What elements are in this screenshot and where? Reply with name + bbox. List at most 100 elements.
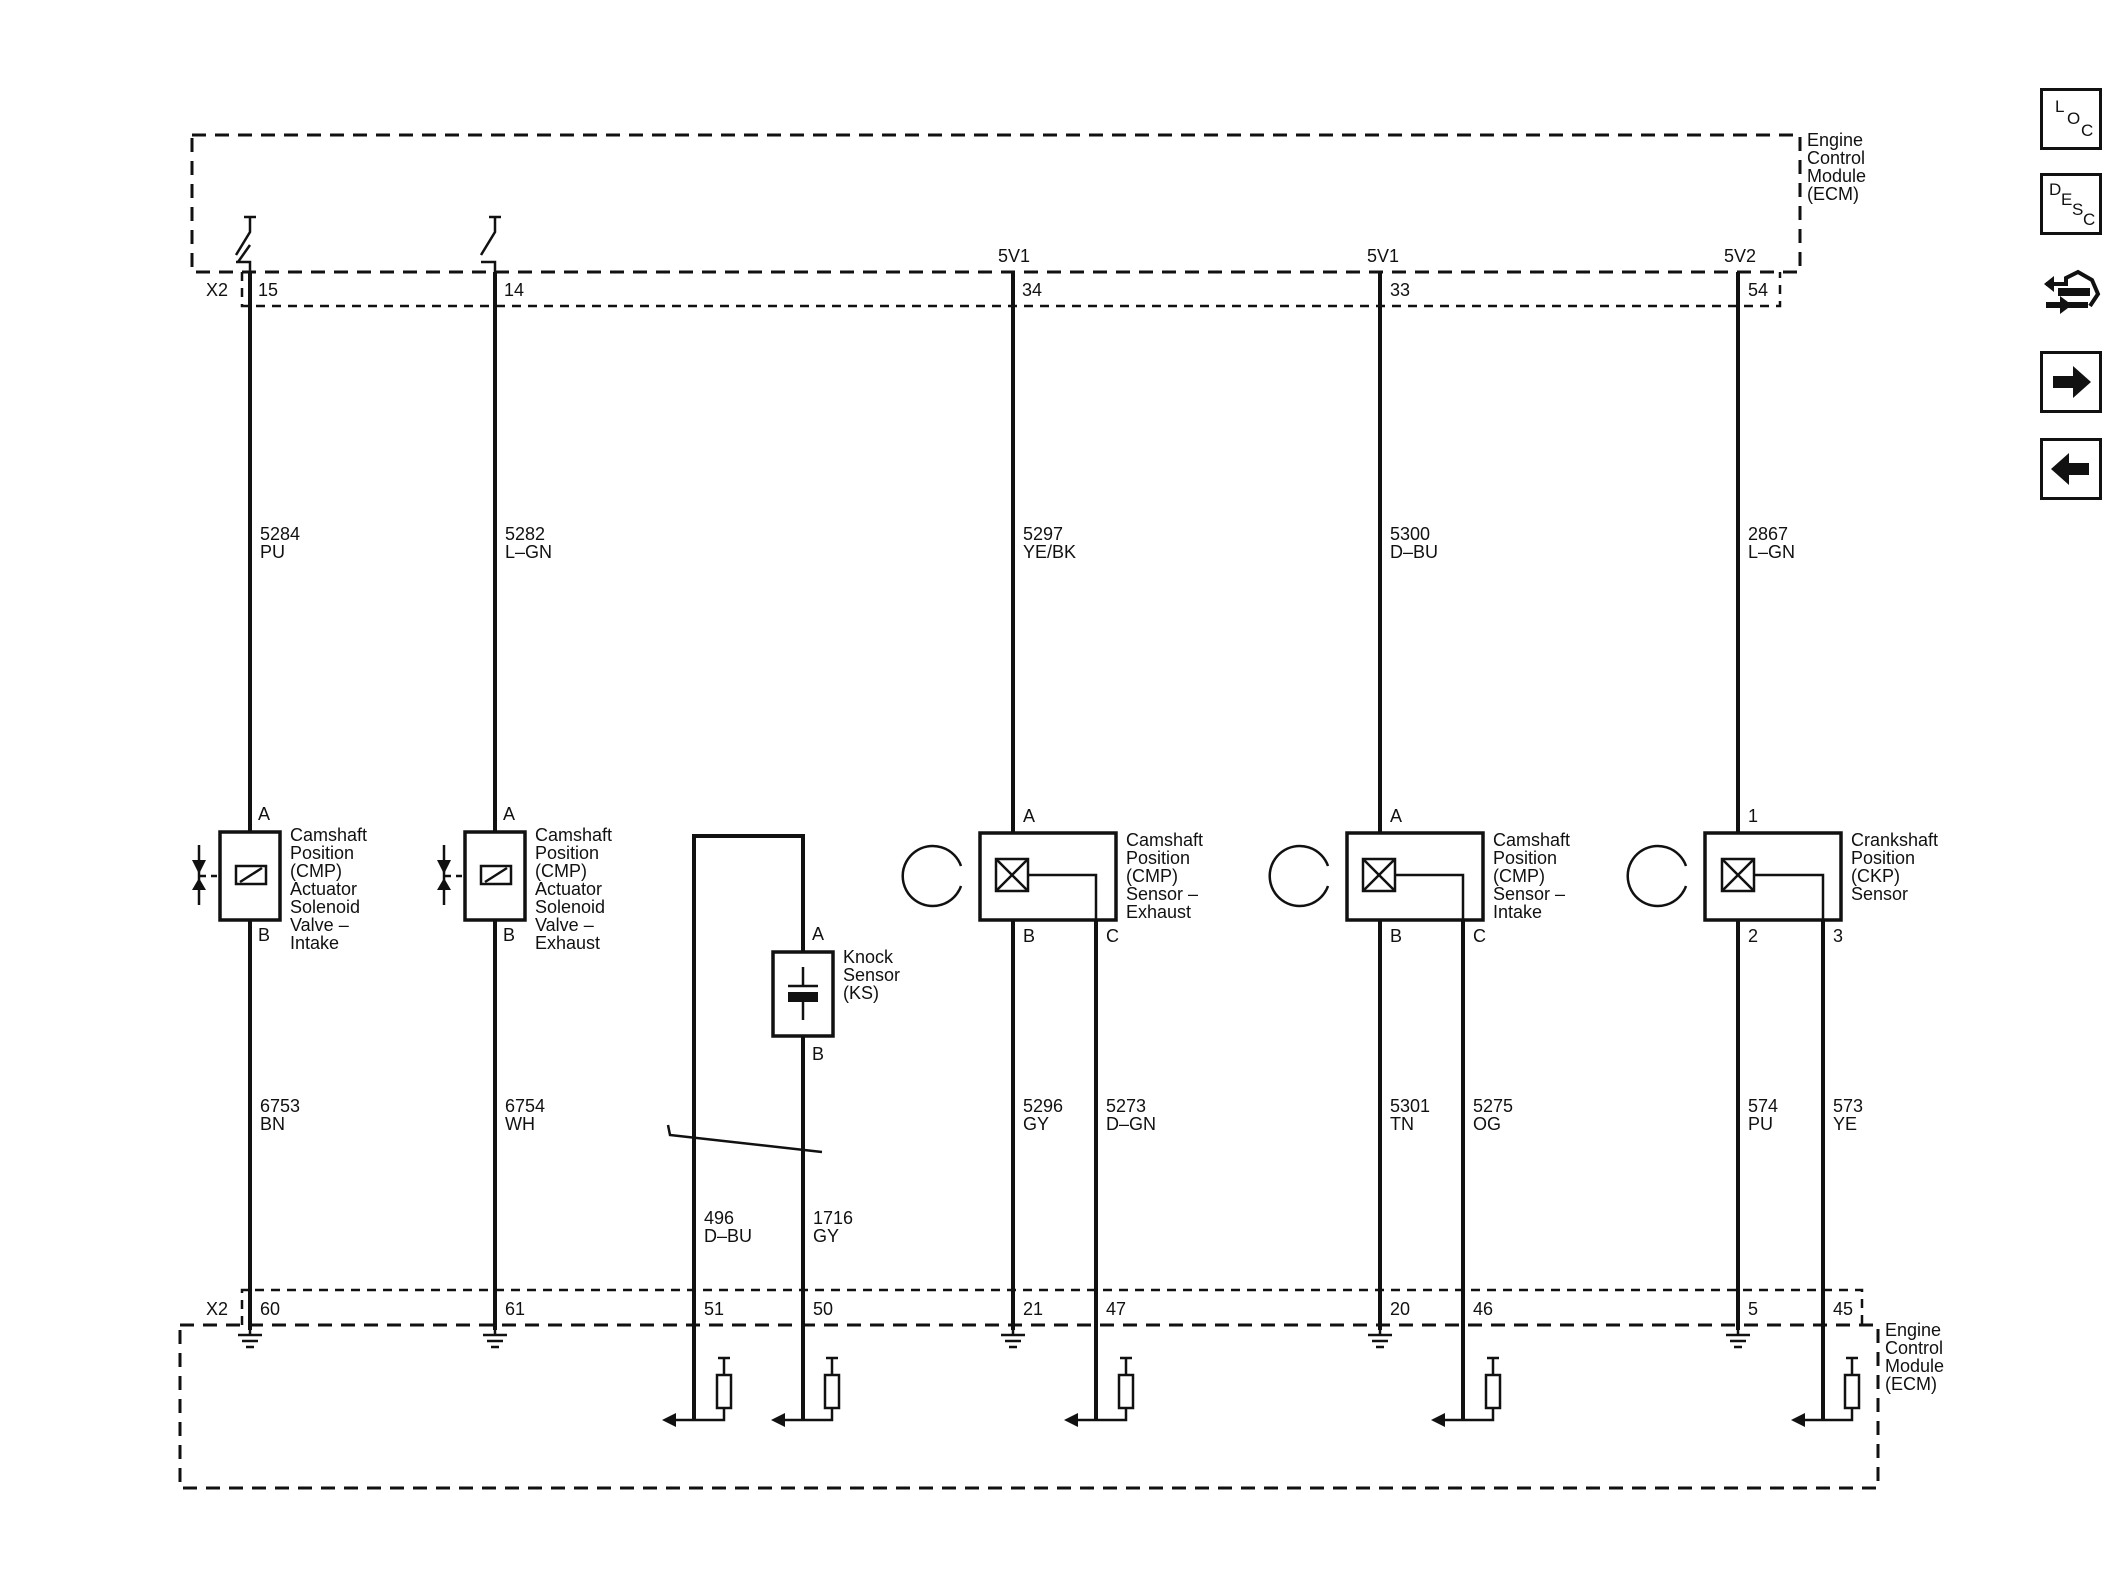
arrow-right-icon xyxy=(2053,366,2091,398)
pin-label: B xyxy=(503,925,515,945)
component-label: Camshaft xyxy=(290,825,367,845)
wire-6754-circuit: 6754 xyxy=(505,1096,545,1116)
top-pin-15: 15 xyxy=(258,280,278,300)
wire-1716-circuit: 1716 xyxy=(813,1208,853,1228)
ecm-input xyxy=(771,1356,841,1427)
component-label: Knock xyxy=(843,947,894,967)
bottom-pin-61: 61 xyxy=(505,1299,525,1319)
pin-label: 2 xyxy=(1748,926,1758,946)
component-label: (CMP) xyxy=(1493,866,1545,886)
bottom-pin-45: 45 xyxy=(1833,1299,1853,1319)
ecm-input xyxy=(662,1356,733,1427)
cmp-actuator-solenoid-intake: A B Camshaft Position (CMP) Actuator Sol… xyxy=(192,804,367,953)
ecm-top: Engine Control Module (ECM) X2 5V1 5V1 5… xyxy=(190,130,1866,308)
component-label: Valve – xyxy=(290,915,349,935)
bottom-pin-21: 21 xyxy=(1023,1299,1043,1319)
bottom-pin-50: 50 xyxy=(813,1299,833,1319)
ecm-bottom-name-2: Control xyxy=(1885,1338,1943,1358)
component-label: Valve – xyxy=(535,915,594,935)
wire-573-circuit: 573 xyxy=(1833,1096,1863,1116)
top-pin-54: 54 xyxy=(1748,280,1768,300)
ground-symbol xyxy=(238,1330,1750,1349)
ecm-input xyxy=(1431,1356,1502,1427)
wire-5301-color: TN xyxy=(1390,1114,1414,1134)
ecm-input xyxy=(1791,1356,1861,1427)
ecm-top-name-4: (ECM) xyxy=(1807,184,1859,204)
wire-5296-circuit: 5296 xyxy=(1023,1096,1063,1116)
desc-letter: D xyxy=(2049,180,2062,199)
wire-5275-color: OG xyxy=(1473,1114,1501,1134)
component-label: Intake xyxy=(290,933,339,953)
location-button[interactable]: L O C xyxy=(2040,88,2102,150)
bottom-pin-47: 47 xyxy=(1106,1299,1126,1319)
component-label: (KS) xyxy=(843,983,879,1003)
wire-5275-circuit: 5275 xyxy=(1473,1096,1513,1116)
desc-letter: E xyxy=(2061,190,2073,209)
component-label: Position xyxy=(535,843,599,863)
wire-5273-color: D–GN xyxy=(1106,1114,1156,1134)
component-label: Camshaft xyxy=(535,825,612,845)
knock-sensor: A B Knock Sensor (KS) xyxy=(771,924,900,1064)
bottom-pin-46: 46 xyxy=(1473,1299,1493,1319)
component-label: Sensor xyxy=(1851,884,1908,904)
component-label: Actuator xyxy=(535,879,602,899)
loc-letter: O xyxy=(2067,109,2081,128)
component-label: Position xyxy=(1493,848,1557,868)
loc-letter: L xyxy=(2055,97,2065,116)
pin-label: A xyxy=(812,924,824,944)
cmp-actuator-solenoid-exhaust: A B Camshaft Position (CMP) Actuator Sol… xyxy=(437,804,612,953)
component-label: Position xyxy=(1126,848,1190,868)
component-label: (CMP) xyxy=(290,861,342,881)
ecm-bottom-name-1: Engine xyxy=(1885,1320,1941,1340)
wire-labels-top: 5284 PU 5282 L–GN 5297 YE/BK 5300 D–BU 2… xyxy=(260,524,1795,562)
pin-label: B xyxy=(812,1044,824,1064)
desc-letter: S xyxy=(2072,200,2084,219)
ecm-top-name-3: Module xyxy=(1807,166,1866,186)
next-button[interactable] xyxy=(2040,351,2102,413)
component-label: Intake xyxy=(1493,902,1542,922)
top-pin-34: 34 xyxy=(1022,280,1042,300)
ecm-input xyxy=(1064,1356,1135,1427)
wire-5300-circuit: 5300 xyxy=(1390,524,1430,544)
wire-5284-color: PU xyxy=(260,542,285,562)
pin-label: A xyxy=(1023,806,1035,826)
wire-5273-circuit: 5273 xyxy=(1106,1096,1146,1116)
supply-label-54: 5V2 xyxy=(1724,246,1756,266)
wire-574-color: PU xyxy=(1748,1114,1773,1134)
wire-5284-circuit: 5284 xyxy=(260,524,300,544)
wire-573-color: YE xyxy=(1833,1114,1857,1134)
connector-wrench-icon xyxy=(2044,269,2101,314)
component-label: (CMP) xyxy=(1126,866,1178,886)
pin-label: A xyxy=(1390,806,1402,826)
wire-6754-color: WH xyxy=(505,1114,535,1134)
ecm-top-name-2: Control xyxy=(1807,148,1865,168)
ckp-sensor: 1 2 3 Crankshaft Position (CKP) Sensor xyxy=(1626,806,1938,946)
pin-label: B xyxy=(258,925,270,945)
ecm-bottom-name-4: (ECM) xyxy=(1885,1374,1937,1394)
ecm-bottom-name-3: Module xyxy=(1885,1356,1944,1376)
wire-6753-color: BN xyxy=(260,1114,285,1134)
component-label: Actuator xyxy=(290,879,357,899)
component-label: (CMP) xyxy=(535,861,587,881)
component-label: Camshaft xyxy=(1126,830,1203,850)
pin-label: 1 xyxy=(1748,806,1758,826)
top-pin-14: 14 xyxy=(504,280,524,300)
component-label: Solenoid xyxy=(290,897,360,917)
component-label: Sensor xyxy=(843,965,900,985)
pin-label: B xyxy=(1390,926,1402,946)
connector-repair-button[interactable] xyxy=(2040,262,2102,324)
desc-letter: C xyxy=(2083,210,2096,229)
cmp-sensor-exhaust: A B C Camshaft Position (CMP) Sensor – E… xyxy=(901,806,1203,946)
wire-1716-color: GY xyxy=(813,1226,839,1246)
pin-label: 3 xyxy=(1833,926,1843,946)
description-button[interactable]: D E S C xyxy=(2040,173,2102,235)
previous-button[interactable] xyxy=(2040,438,2102,500)
loc-letter: C xyxy=(2081,121,2094,140)
connector-x2-top: X2 xyxy=(206,280,228,300)
wire-496-color: D–BU xyxy=(704,1226,752,1246)
arrow-left-icon xyxy=(2051,453,2089,485)
wire-5300-color: D–BU xyxy=(1390,542,1438,562)
wire-5297-color: YE/BK xyxy=(1023,542,1076,562)
pin-label: A xyxy=(503,804,515,824)
